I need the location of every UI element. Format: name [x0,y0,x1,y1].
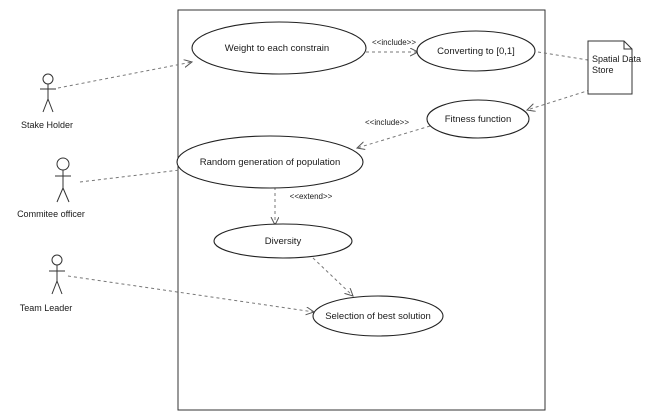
usecase-selection-shape [312,295,444,337]
actor-stakeholder-label: Stake Holder [21,120,73,130]
usecase-weight[interactable]: Weight to each constrain [191,21,367,75]
link-store-fitness [527,89,591,110]
note-spatial-data-store[interactable]: Spatial Data Store [587,40,641,95]
actor-stakeholder-figure [40,73,56,113]
usecase-random-generation-label: Random generation of population [200,157,341,168]
actor-team-leader-figure [49,254,65,295]
link-diversity-selection [312,257,353,296]
usecase-diversity[interactable]: Diversity [213,223,353,259]
assoc-committee-random [79,169,181,183]
usecase-weight-shape [191,21,367,75]
usecase-diversity-label: Diversity [265,236,302,247]
usecase-selection-label: Selection of best solution [325,311,431,322]
link-converting-store [537,51,589,61]
note-text-line2: Store [592,65,614,75]
usecase-converting-shape [416,30,536,72]
extend-label: <<extend>> [290,192,333,201]
include-fitness-random [357,125,431,148]
include-label-2: <<include>> [365,118,409,127]
system-boundary [177,9,546,411]
usecase-fitness-label: Fitness function [445,114,512,125]
usecase-fitness[interactable]: Fitness function [426,99,530,139]
usecase-fitness-shape [426,99,530,139]
actor-stakeholder[interactable]: Stake Holder [21,73,73,130]
note-shape [587,40,633,95]
actor-committee-officer[interactable]: Commitee officer [17,157,85,219]
usecase-diversity-shape [213,223,353,259]
include-label-1: <<include>> [372,38,416,47]
actor-team-leader-label: Team Leader [20,303,73,313]
assoc-stakeholder-weight [57,62,192,89]
usecase-random-generation[interactable]: Random generation of population [176,135,364,189]
usecase-converting[interactable]: Converting to [0,1] [416,30,536,72]
usecase-weight-label: Weight to each constrain [225,43,329,54]
actor-committee-officer-label: Commitee officer [17,209,85,219]
note-text-line1: Spatial Data [592,54,641,64]
actor-committee-officer-figure [55,157,71,203]
actor-team-leader[interactable]: Team Leader [20,254,73,313]
usecase-selection[interactable]: Selection of best solution [312,295,444,337]
usecase-converting-label: Converting to [0,1] [437,46,515,57]
assoc-teamleader-selection [67,275,314,312]
note-fold [623,41,632,50]
usecase-random-generation-shape [176,135,364,189]
